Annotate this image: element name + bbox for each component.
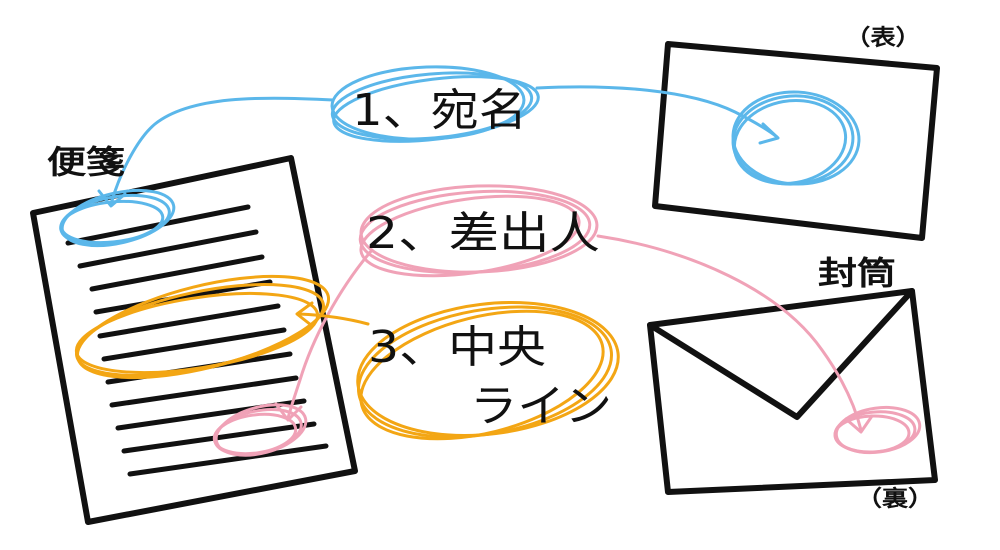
letter-writing-lines [65,204,329,477]
marker-stroke [731,90,861,186]
arrowhead [758,122,780,145]
sender-arrow-to-envelope [596,234,874,434]
address-marker-envelope [731,90,861,186]
marker-stroke [75,274,331,380]
envelope-front-label: （表） [845,26,921,51]
writing-line [77,229,259,269]
address-callout-marker [330,65,540,143]
writing-line [97,303,281,339]
letter-label: 便箋 [47,143,125,181]
marker-stroke [214,403,308,457]
arrow-line [286,248,374,420]
marker-stroke [359,309,605,441]
center-line-arrow-to-letter [295,301,370,327]
writing-line [121,421,317,454]
marker-stroke [332,75,540,143]
marker-stroke [834,405,922,455]
envelope-flap [647,288,915,420]
writing-line [109,375,299,408]
envelope-front [652,41,940,241]
envelope-back-outline [647,288,938,495]
arrowhead [844,414,874,434]
arrow-line [297,312,370,326]
writing-line [127,443,329,477]
sender-arrow-to-letter [274,248,374,422]
marker-stroke [60,188,176,248]
envelope-back [647,288,938,495]
address-arrow-to-envelope [535,85,780,145]
writing-line [89,254,265,292]
marker-stroke [356,301,620,437]
arrow-line [535,85,779,139]
marker-stroke [359,184,599,274]
center-line-callout-label-line2: ライン [470,381,612,432]
address-arrow-to-letter [97,96,335,208]
writing-line [101,327,287,362]
arrow-line [109,96,335,206]
address-callout-label: 1、宛名 [352,85,527,136]
envelope-label: 封筒 [818,254,896,292]
center-line-callout-marker [356,301,620,441]
sender-callout-label: 2、差出人 [366,208,600,259]
arrowhead [97,189,127,208]
address-marker-letter [59,188,176,248]
envelope-back-label: （裏） [856,486,934,512]
letter-paper [30,155,358,525]
sender-callout-marker [358,184,599,278]
arrow-line [596,234,863,432]
sender-marker-letter [212,403,308,457]
center-line-callout-label-line1: 3、中央 [368,322,546,373]
arrowhead [295,301,314,327]
envelope-front-outline [652,41,940,241]
arrowhead [274,402,303,422]
writing-line [93,279,273,315]
